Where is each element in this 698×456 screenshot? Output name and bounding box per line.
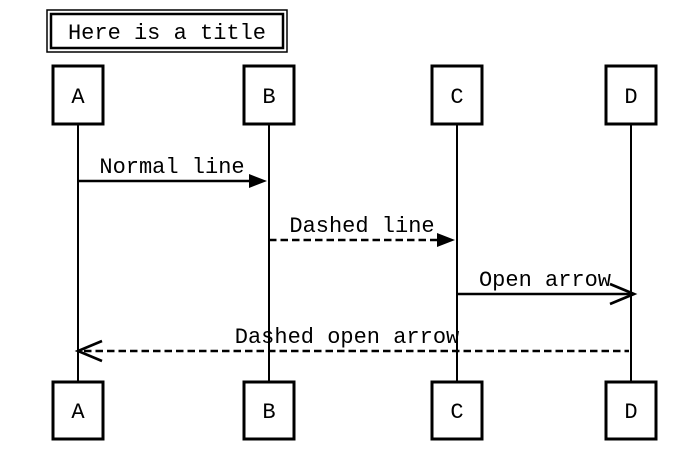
actor-label-top-d: D xyxy=(624,85,637,110)
message-1-label: Normal line xyxy=(99,155,244,180)
actor-box-top-d xyxy=(604,64,658,126)
actor-top-b: B xyxy=(242,64,296,126)
diagram-title: Here is a title xyxy=(68,21,266,46)
message-dashed-open-arrow: Dashed open arrow xyxy=(74,325,629,363)
message-2-label: Dashed line xyxy=(289,214,434,239)
actor-top-d: D xyxy=(604,64,658,126)
actor-top-a: A xyxy=(51,64,105,126)
message-normal-line: Normal line xyxy=(78,155,267,188)
message-4-label: Dashed open arrow xyxy=(235,325,459,350)
actor-label-top-b: B xyxy=(262,85,275,110)
actor-top-c: C xyxy=(430,64,484,126)
message-open-arrow: Open arrow xyxy=(457,268,638,306)
actor-label-bottom-d: D xyxy=(624,400,637,425)
actor-label-bottom-b: B xyxy=(262,400,275,425)
actor-box-bottom-a xyxy=(51,380,105,441)
actor-bottom-b: B xyxy=(242,380,296,441)
actor-bottom-d: D xyxy=(604,380,658,441)
actor-label-top-c: C xyxy=(450,85,463,110)
message-2-filled-arrowhead xyxy=(437,233,455,247)
message-1-filled-arrowhead xyxy=(249,174,267,188)
actor-box-top-c xyxy=(430,64,484,126)
actor-label-bottom-c: C xyxy=(450,400,463,425)
actor-label-bottom-a: A xyxy=(71,400,85,425)
message-3-open-arrowhead xyxy=(609,282,638,306)
actor-box-bottom-b xyxy=(242,380,296,441)
title-frame-inner xyxy=(49,12,285,50)
actor-box-bottom-d xyxy=(604,380,658,441)
message-4-open-arrowhead xyxy=(74,339,103,363)
actor-box-top-b xyxy=(242,64,296,126)
message-dashed-line: Dashed line xyxy=(269,214,455,247)
actor-bottom-a: A xyxy=(51,380,105,441)
diagram-title-box: Here is a title xyxy=(46,9,288,53)
actor-box-bottom-c xyxy=(430,380,484,441)
title-frame-outer xyxy=(46,9,288,53)
actor-bottom-c: C xyxy=(430,380,484,441)
actor-box-top-a xyxy=(51,64,105,126)
message-3-label: Open arrow xyxy=(479,268,611,293)
actor-label-top-a: A xyxy=(71,85,85,110)
